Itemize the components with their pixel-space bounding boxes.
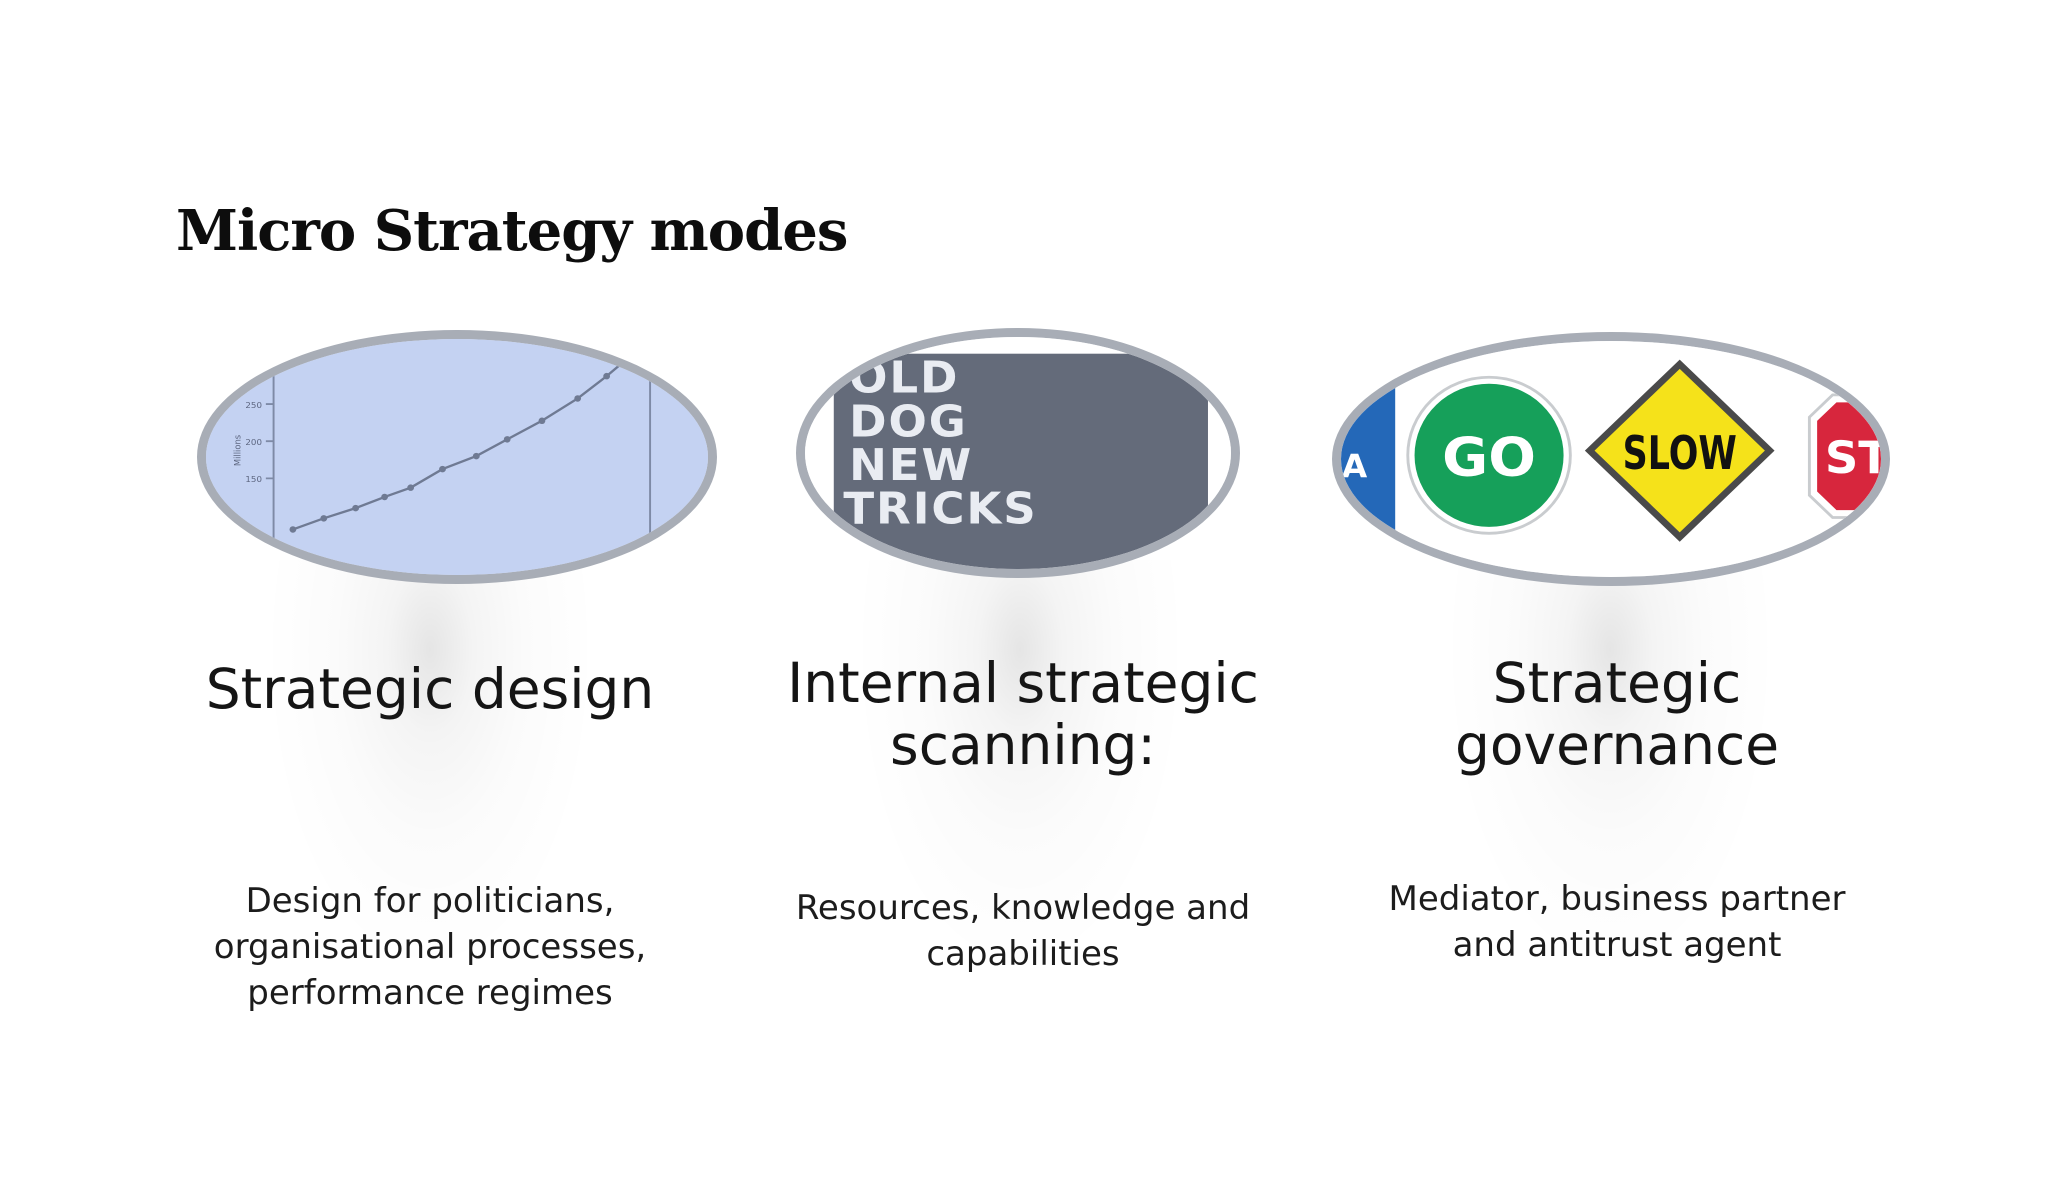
mode-description: Design for politicians, organisational p… <box>213 881 647 1013</box>
chart-tick-150: 150 <box>245 475 262 485</box>
sign-stop: ST <box>1825 432 1881 484</box>
chart-tick-250: 250 <box>245 401 262 411</box>
sign-line-1: OLD <box>849 353 959 403</box>
growth-line-chart-icon: 250 200 150 Millions <box>197 330 717 584</box>
mode-description: Resources, knowledge and capabilities <box>795 888 1251 974</box>
mode-heading: Strategic design <box>205 657 655 721</box>
old-dog-new-tricks-sign-icon: OLD DOG NEW TRICKS <box>796 328 1240 578</box>
sign-slow: SLOW <box>1623 427 1737 481</box>
chart-axis-label: Millions <box>234 434 244 466</box>
sign-line-4: TRICKS <box>843 484 1037 534</box>
mode-heading: Strategic governance <box>1454 651 1780 777</box>
mode-heading: Internal strategic scanning: <box>787 651 1259 777</box>
traffic-signs-icon: A GO SLOW ST <box>1332 332 1890 586</box>
sign-line-3: NEW <box>849 441 973 491</box>
chart-tick-200: 200 <box>245 438 262 448</box>
sign-go: GO <box>1442 426 1536 489</box>
sign-line-2: DOG <box>849 397 968 447</box>
sign-a: A <box>1342 448 1368 485</box>
slide-title: Micro Strategy modes <box>176 198 848 264</box>
mode-description: Mediator, business partner and antitrust… <box>1388 879 1846 965</box>
